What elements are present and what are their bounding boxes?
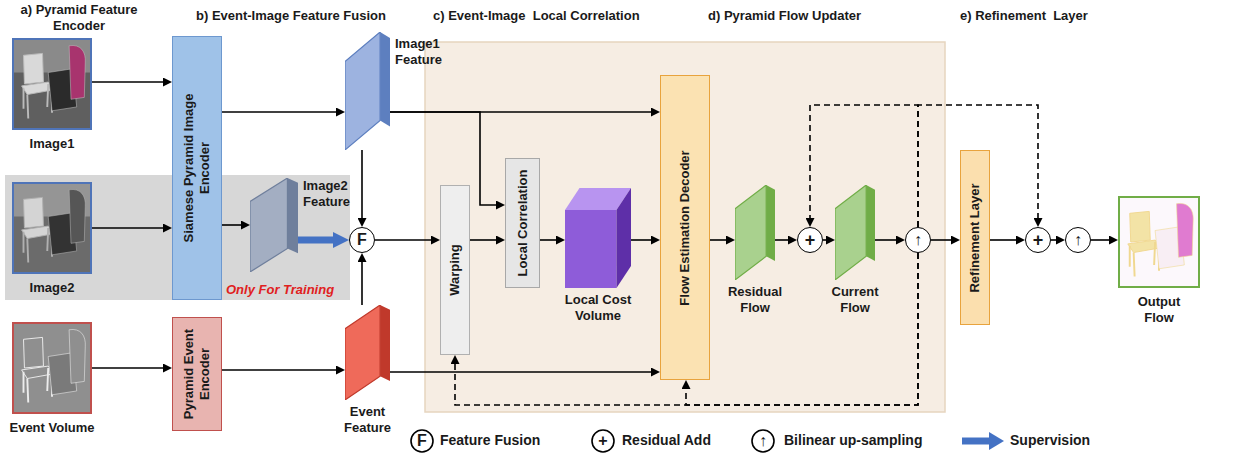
- section-heading: b) Event-Image Feature Fusion: [196, 8, 386, 24]
- feature-slab: [735, 185, 775, 280]
- feature-map: Image2 Feature: [250, 178, 298, 272]
- data-flow-arrow: [540, 239, 556, 241]
- cost-volume-cube: [565, 188, 631, 288]
- node-label: F: [350, 228, 374, 252]
- node-label: Event Feature: [337, 404, 399, 435]
- legend-text: Bilinear up-sampling: [784, 432, 922, 450]
- encoder-box: Pyramid Event Encoder: [172, 317, 222, 431]
- data-flow-arrow: [390, 371, 651, 373]
- cost-volume: Local Cost Volume: [565, 188, 631, 288]
- data-flow-arrow: [990, 239, 1016, 241]
- node-label: Pyramid Event Encoder: [181, 324, 212, 424]
- legend-add-symbol: [592, 430, 614, 452]
- data-flow-arrow: [92, 367, 163, 369]
- refinement-box: Refinement Layer: [960, 150, 990, 325]
- feature-slab: [345, 305, 390, 400]
- data-flow-arrow: [361, 150, 363, 218]
- add-circle: +: [1025, 227, 1051, 253]
- node-label: +: [1026, 228, 1050, 252]
- legend-text: Feature Fusion: [440, 432, 540, 450]
- data-flow-arrow: [823, 239, 826, 241]
- node-label: Local Cost Volume: [552, 292, 644, 323]
- node-label: Flow Estimation Decoder: [677, 150, 693, 305]
- output-flow-image: Output Flow: [1118, 196, 1200, 288]
- node-label: ↑: [1066, 228, 1090, 252]
- legend-supervision-arrow: [962, 438, 990, 445]
- data-flow-arrow: [931, 239, 951, 241]
- photo: [1120, 198, 1198, 286]
- encoder-box: Siamese Pyramid Image Encoder: [172, 36, 222, 300]
- node-label: Image1 Feature: [395, 36, 457, 67]
- add-circle: +: [797, 227, 823, 253]
- legend-text: Residual Add: [622, 432, 711, 450]
- legend-symbol-glyph: ↑: [751, 429, 775, 453]
- data-flow-arrow: [710, 239, 726, 241]
- node-label: Warping: [447, 244, 463, 296]
- feature-slab: [250, 178, 298, 272]
- decoder-box: Flow Estimation Decoder: [660, 75, 710, 380]
- note-label: Only For Training: [226, 282, 334, 298]
- data-flow-arrow: [222, 111, 336, 113]
- data-flow-arrow: [92, 227, 163, 229]
- data-flow-arrow: [222, 369, 336, 371]
- section-heading: e) Refinement Layer: [960, 8, 1088, 24]
- upsample-circle: ↑: [905, 227, 931, 253]
- process-box: Warping: [440, 185, 470, 355]
- feature-map: Image1 Feature: [345, 32, 390, 150]
- node-label: +: [798, 228, 822, 252]
- data-flow-arrow: [92, 81, 163, 83]
- node-label: Image2 Feature: [303, 178, 363, 209]
- node-label: ↑: [906, 228, 930, 252]
- node-label: Current Flow: [820, 284, 890, 315]
- legend-fusion-symbol: [411, 430, 433, 452]
- legend-upsample-symbol: [752, 430, 774, 452]
- upsample-circle: ↑: [1065, 227, 1091, 253]
- photo: [14, 184, 90, 272]
- legend-symbol-glyph: +: [591, 429, 615, 453]
- legend-supervision-head: [989, 432, 1004, 450]
- section-heading: a) Pyramid Feature Encoder: [4, 2, 154, 35]
- data-flow-arrow: [1091, 239, 1109, 241]
- section-heading: d) Pyramid Flow Updater: [708, 8, 861, 24]
- data-flow-arrow: [875, 239, 896, 241]
- legend-symbol-glyph: F: [410, 429, 434, 453]
- legend-text: Supervision: [1010, 432, 1090, 450]
- photo: [14, 40, 90, 128]
- feature-slab: [345, 32, 390, 150]
- node-label: Refinement Layer: [967, 183, 983, 292]
- node-label: Local Correlation: [515, 170, 531, 277]
- fusion-circle: F: [349, 227, 375, 253]
- section-heading: c) Event-Image Local Correlation: [433, 8, 640, 24]
- data-flow-arrow: [470, 239, 496, 241]
- updater-panel: [425, 42, 945, 412]
- node-label: Image1: [30, 136, 75, 152]
- data-flow-arrow: [1051, 239, 1056, 241]
- flow-map: Current Flow: [835, 185, 875, 280]
- dashed-flow-arrow: [686, 253, 918, 405]
- data-flow-arrow: [775, 239, 788, 241]
- event-volume-image: Event Volume: [12, 322, 92, 414]
- feature-slab: [835, 185, 875, 280]
- data-flow-arrow: [375, 239, 431, 241]
- feature-map: Event Feature: [345, 305, 390, 400]
- node-label: Event Volume: [9, 420, 94, 436]
- data-flow-arrow: [631, 239, 651, 241]
- input-image: Image1: [12, 38, 92, 130]
- node-label: Siamese Pyramid Image Encoder: [181, 83, 212, 253]
- flow-map: Residual Flow: [735, 185, 775, 280]
- data-flow-arrow: [222, 224, 241, 226]
- process-box: Local Correlation: [505, 158, 540, 288]
- node-label: Image2: [30, 280, 75, 296]
- data-flow-arrow: [361, 262, 363, 305]
- node-label: Output Flow: [1129, 294, 1189, 325]
- photo: [14, 324, 90, 412]
- input-image: Image2: [12, 182, 92, 274]
- supervision-arrow: [298, 237, 333, 244]
- node-label: Residual Flow: [720, 284, 790, 315]
